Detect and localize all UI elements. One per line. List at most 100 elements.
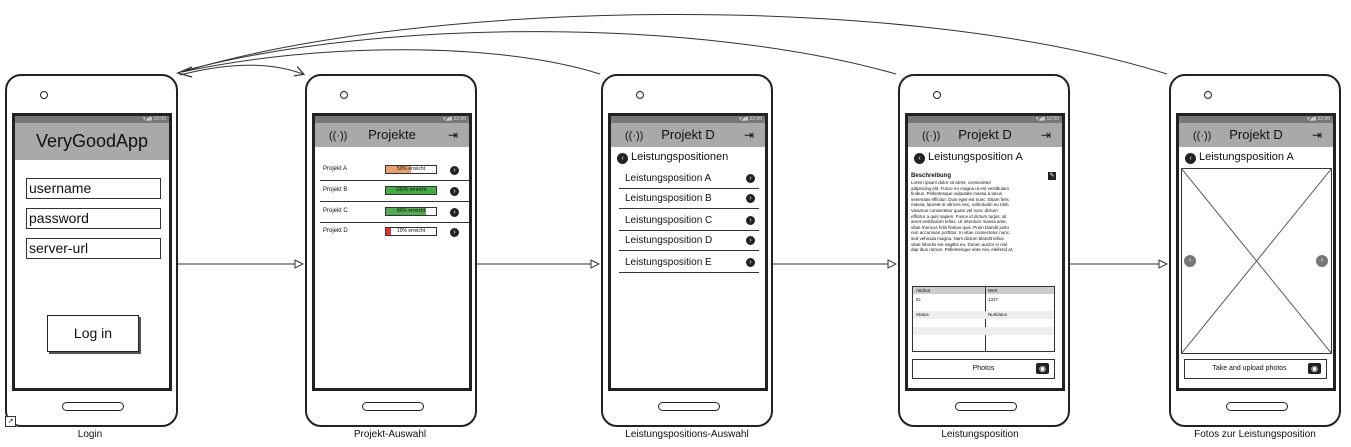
wifi-icon: ((·)) — [1193, 130, 1212, 142]
description-line: vitae lobortis est sagittis eu. Donec au… — [911, 241, 1008, 247]
chevron-right-icon[interactable]: › — [746, 236, 755, 245]
description-line: amet vestibulum tellus. Ut interdum mass… — [911, 219, 1008, 225]
back-icon[interactable]: ‹ — [1185, 153, 1196, 164]
description-line: Lorem ipsum dolor sit amet, consectetur — [911, 180, 992, 185]
server-url-field[interactable]: server-url — [26, 238, 161, 259]
photos-button[interactable]: Photos ◉ — [912, 359, 1055, 379]
description-line: massa, laoreet in ultrices nec, sollicit… — [911, 202, 1010, 208]
positions-title: Projekt D — [611, 123, 765, 147]
projects-screen: ▾◢▮ 12:00 Projekte ((·)) ⇥ Projekt A 50%… — [312, 113, 472, 391]
back-arrow-from-photos — [181, 14, 1168, 75]
upload-photos-button[interactable]: Take and upload photos ◉ — [1184, 359, 1327, 379]
divider — [619, 188, 759, 189]
photos-subtitle: Leistungsposition A — [1199, 151, 1294, 163]
divider — [619, 250, 759, 251]
chevron-right-icon[interactable]: › — [746, 194, 755, 203]
camera-icon — [636, 91, 644, 99]
progress-bar-d: 10% erreicht — [385, 227, 437, 236]
positions-subtitle: Leistungspositionen — [631, 151, 729, 163]
positions-screen: ▾◢▮ 12:00 Projekt D ((·)) ⇥ ‹ Leistungsp… — [608, 113, 768, 391]
status-bar: ▾◢▮ 12:00 — [611, 116, 765, 123]
divider — [320, 180, 469, 181]
divider — [320, 222, 469, 223]
camera-icon — [340, 91, 348, 99]
back-arrow-head — [175, 66, 193, 78]
chevron-right-icon[interactable]: › — [450, 208, 459, 217]
status-bar: ▾◢▮ 12:00 — [15, 116, 169, 123]
list-item[interactable]: Leistungsposition E — [625, 257, 712, 268]
position-title: Projekt D — [908, 123, 1062, 147]
caption-photos: Fotos zur Leistungsposition — [1194, 429, 1316, 440]
divider — [320, 201, 469, 202]
username-field[interactable]: username — [26, 178, 161, 199]
home-button — [1226, 402, 1288, 411]
login-button[interactable]: Log in — [47, 315, 139, 352]
chevron-right-icon[interactable]: › — [450, 187, 459, 196]
back-icon[interactable]: ‹ — [617, 153, 628, 164]
home-button — [658, 402, 720, 411]
edit-icon[interactable]: ✎ — [1048, 172, 1056, 180]
photos-title: Projekt D — [1179, 123, 1333, 147]
caption-projects: Projekt-Auswahl — [353, 429, 427, 440]
table-cell: Nurklatus — [988, 312, 1008, 317]
chevron-right-icon[interactable]: › — [746, 174, 755, 183]
list-item[interactable]: Leistungsposition B — [625, 193, 712, 204]
description-line: sed vehicula magna. Nam dictum blandit t… — [911, 235, 1004, 241]
logout-icon[interactable]: ⇥ — [744, 128, 755, 142]
chevron-right-icon[interactable]: › — [746, 216, 755, 225]
description-line: Vivamus consectetur quam vel nunc dictum — [911, 207, 998, 213]
previous-image-icon[interactable]: ‹ — [1184, 255, 1196, 267]
list-item[interactable]: Leistungsposition A — [625, 173, 712, 184]
phone-projects: ▾◢▮ 12:00 Projekte ((·)) ⇥ Projekt A 50%… — [305, 74, 477, 427]
login-screen: ▾◢▮ 12:00 VeryGoodApp username password … — [12, 113, 172, 391]
camera-icon: ◉ — [1308, 363, 1321, 374]
home-button — [62, 402, 124, 411]
description-label: Beschreibung — [911, 173, 952, 179]
list-item[interactable]: Leistungsposition D — [625, 235, 713, 246]
chevron-right-icon[interactable]: › — [450, 228, 459, 237]
logout-icon[interactable]: ⇥ — [448, 128, 459, 142]
description-line: vitae rhoncus felis finibus quis. Proin … — [911, 224, 1010, 230]
phone-position: ▾◢▮ 12:00 Projekt D ((·)) ⇥ ‹ Leistungsp… — [898, 74, 1070, 427]
back-arrow-from-positions — [181, 49, 601, 75]
divider — [619, 208, 759, 209]
home-button — [955, 402, 1017, 411]
home-button — [362, 402, 424, 411]
position-subtitle: Leistungsposition A — [928, 151, 1023, 163]
logout-icon[interactable]: ⇥ — [1312, 128, 1323, 142]
table-header: Wert — [988, 288, 998, 293]
project-name: Projekt D — [323, 228, 348, 234]
chevron-right-icon[interactable]: › — [450, 166, 459, 175]
status-bar: ▾◢▮ 12:00 — [1179, 116, 1333, 123]
description-line: adipiscing elit. Fusce eu magna ut est v… — [911, 185, 1010, 191]
camera-icon — [40, 91, 48, 99]
description-line: non accumsan porttitor. In vitae consect… — [911, 230, 1011, 236]
phone-photos: ▾◢▮ 12:00 Projekt D ((·)) ⇥ ‹ Leistungsp… — [1169, 74, 1341, 427]
description-line: dap ibus rutrum. Pellentesque ante nisi,… — [911, 247, 1014, 253]
position-screen: ▾◢▮ 12:00 Projekt D ((·)) ⇥ ‹ Leistungsp… — [905, 113, 1065, 391]
next-image-icon[interactable]: › — [1316, 255, 1328, 267]
wifi-icon: ((·)) — [329, 130, 348, 142]
description-line: finibus. Pellentesque vulputate massa a … — [911, 191, 1003, 197]
project-name: Projekt B — [323, 187, 348, 193]
password-field[interactable]: password — [26, 208, 161, 229]
table-cell: Status — [916, 312, 929, 317]
camera-icon — [933, 91, 941, 99]
external-link-icon[interactable]: ↗ — [5, 416, 16, 427]
wifi-icon: ((·)) — [625, 130, 644, 142]
attribute-table: Attribut Wert ID 1337 Status Nurklatus — [912, 286, 1055, 352]
chevron-right-icon[interactable]: › — [746, 258, 755, 267]
project-name: Projekt A — [323, 166, 348, 172]
logout-icon[interactable]: ⇥ — [1041, 128, 1052, 142]
divider — [619, 272, 759, 273]
status-bar: ▾◢▮ 12:00 — [315, 116, 469, 123]
caption-position: Leistungsposition — [941, 429, 1019, 440]
list-item[interactable]: Leistungsposition C — [625, 215, 713, 226]
progress-bar-c: 80% erreicht — [385, 207, 437, 216]
table-header: Attribut — [916, 288, 931, 293]
back-icon[interactable]: ‹ — [914, 153, 925, 164]
table-cell: ID — [916, 297, 921, 302]
